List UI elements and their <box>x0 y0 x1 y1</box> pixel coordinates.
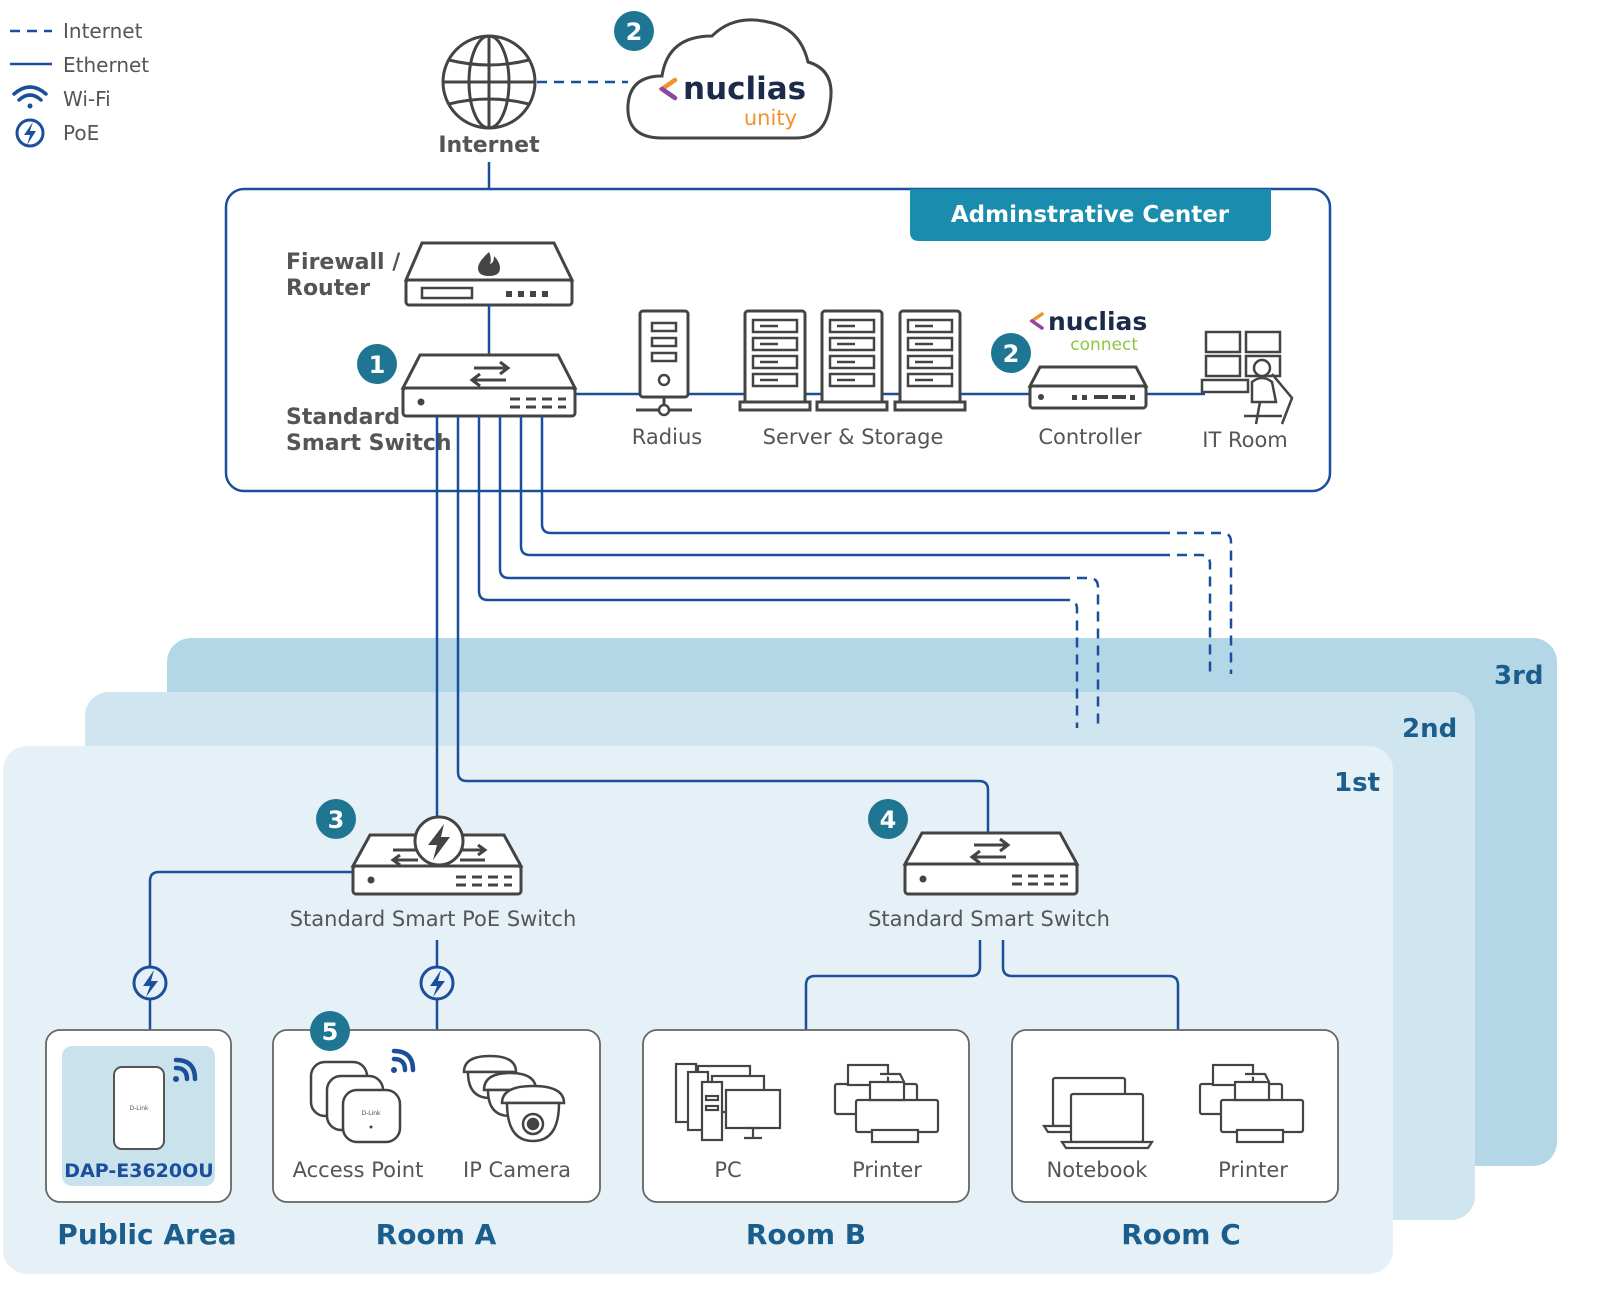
controller-badge-number: 2 <box>1003 340 1020 368</box>
controller-product: connect <box>1070 335 1138 355</box>
notebook-label: Notebook <box>1047 1158 1149 1182</box>
firewall-icon <box>403 241 575 307</box>
floor-switch-label: Standard Smart Switch <box>868 907 1110 931</box>
it-room-label: IT Room <box>1202 428 1288 452</box>
floor-switch-icon <box>902 831 1080 896</box>
floor-3-label: 3rd <box>1494 661 1544 691</box>
poe-to-public-area-link <box>148 870 353 1030</box>
controller-icon <box>1027 365 1149 410</box>
room-a-badge-number: 5 <box>322 1018 339 1046</box>
floor-1-label: 1st <box>1334 768 1380 798</box>
printer-label-room-b: Printer <box>852 1158 922 1182</box>
admin-center-header <box>910 189 1271 241</box>
printer-icon-room-c <box>1198 1063 1305 1144</box>
poe-switch-badge <box>316 799 356 839</box>
switch-to-room-b-link <box>804 940 982 1030</box>
switch-uplinks <box>435 416 1233 833</box>
admin-switch-badge <box>357 344 397 384</box>
cloud-brand: nuclias <box>683 71 806 107</box>
controller-label: Controller <box>1038 425 1142 449</box>
poe-switch-icon <box>350 815 524 896</box>
server-storage-label: Server & Storage <box>763 425 944 449</box>
it-room-icon <box>1200 330 1294 425</box>
admin-switch-badge-number: 1 <box>369 351 386 379</box>
cloud-icon <box>626 18 833 140</box>
cloud-product: unity <box>744 106 797 130</box>
floor-2-label: 2nd <box>1402 714 1457 744</box>
admin-switch-label-line2: Smart Switch <box>286 431 452 456</box>
outdoor-ap-icon: D-Link <box>113 1066 165 1150</box>
pc-icon <box>674 1062 782 1142</box>
wifi-icon-room-a <box>391 1048 416 1073</box>
printer-icon-room-b <box>833 1063 940 1144</box>
room-a-badge <box>310 1011 350 1051</box>
notebook-icon <box>1041 1076 1155 1150</box>
legend-internet-label: Internet <box>63 19 143 43</box>
legend-wifi-icon <box>12 85 48 109</box>
globe-icon <box>441 34 537 130</box>
access-point-icon: D-Link <box>309 1060 402 1144</box>
public-area-device-label: DAP-E3620OU <box>64 1160 213 1182</box>
svg-text:D-Link: D-Link <box>361 1110 381 1117</box>
room-a-name: Room A <box>376 1218 497 1251</box>
floor-switch-badge-number: 4 <box>880 806 897 834</box>
server-storage-icon <box>738 309 967 412</box>
cloud-badge-number: 2 <box>626 18 643 46</box>
legend-wifi-label: Wi-Fi <box>63 87 111 111</box>
admin-center-title: Adminstrative Center <box>951 202 1230 228</box>
pc-label: PC <box>714 1158 741 1182</box>
firewall-label-line1: Firewall / <box>286 250 401 275</box>
firewall-label-line2: Router <box>286 276 370 301</box>
wifi-icon-public-area <box>173 1057 198 1082</box>
switch-to-room-c-link <box>1001 940 1180 1030</box>
room-b-name: Room B <box>746 1218 866 1251</box>
internet-label: Internet <box>438 133 540 158</box>
controller-brand: nuclias <box>1048 307 1147 336</box>
poe-icon-room-a <box>419 965 455 1001</box>
room-c-name: Room C <box>1121 1218 1241 1251</box>
ip-camera-icon <box>462 1054 566 1143</box>
controller-badge <box>991 333 1031 373</box>
public-area-name: Public Area <box>57 1218 236 1251</box>
poe-switch-badge-number: 3 <box>328 806 345 834</box>
legend-ethernet-label: Ethernet <box>63 53 149 77</box>
svg-text:D-Link: D-Link <box>129 1105 149 1112</box>
radius-label: Radius <box>632 425 702 449</box>
legend: Internet Ethernet Wi-Fi PoE <box>10 19 149 148</box>
legend-poe-label: PoE <box>63 121 99 145</box>
nuclias-unity-logo-icon <box>658 77 678 101</box>
access-point-label: Access Point <box>293 1158 424 1182</box>
floor-switch-badge <box>868 799 908 839</box>
cloud-badge <box>614 11 654 51</box>
poe-icon-public-area <box>132 965 168 1001</box>
radius-server-icon <box>636 309 692 417</box>
nuclias-connect-logo-icon <box>1028 312 1044 330</box>
admin-switch-label-line1: Standard <box>286 405 400 430</box>
admin-switch-icon <box>400 353 578 418</box>
printer-label-room-c: Printer <box>1218 1158 1288 1182</box>
ip-camera-label: IP Camera <box>463 1158 571 1182</box>
legend-poe-icon <box>15 118 45 148</box>
poe-switch-label: Standard Smart PoE Switch <box>290 907 577 931</box>
